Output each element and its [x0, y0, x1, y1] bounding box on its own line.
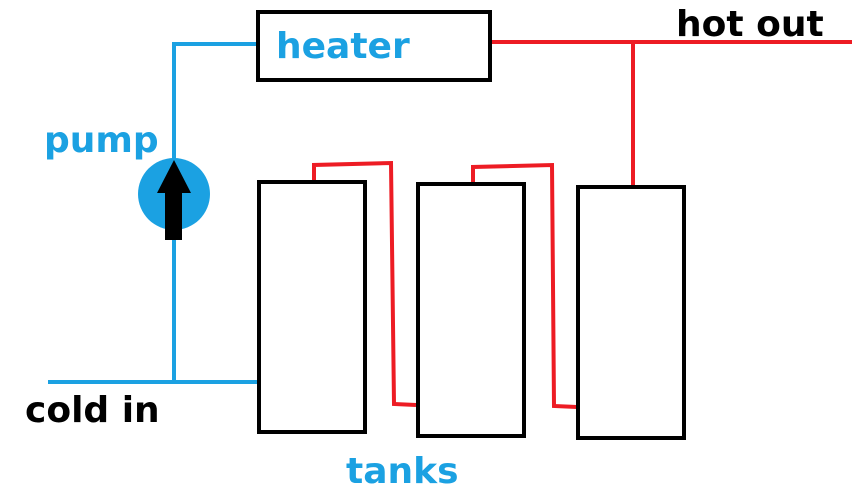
- heater-box: [256, 10, 492, 82]
- tanks-group: [257, 180, 686, 440]
- tank-3: [576, 185, 686, 440]
- tanks-label: tanks: [346, 451, 459, 492]
- cold-in-label: cold in: [25, 390, 160, 431]
- pump-riser-pipe: [172, 42, 258, 382]
- tank1-to-tank2-pipe: [312, 160, 417, 407]
- hot-pipes: [312, 40, 852, 409]
- cold-pipes: [48, 42, 264, 384]
- pump-flow-arrow-icon: [157, 160, 191, 240]
- tank-2: [416, 182, 526, 438]
- tank2-to-tank3-pipe: [471, 162, 578, 409]
- pump-label: pump: [44, 120, 159, 161]
- tank-1: [257, 180, 367, 434]
- heater-label: heater: [276, 26, 410, 67]
- hot-out-label: hot out: [676, 4, 824, 45]
- pump-icon: [138, 158, 210, 240]
